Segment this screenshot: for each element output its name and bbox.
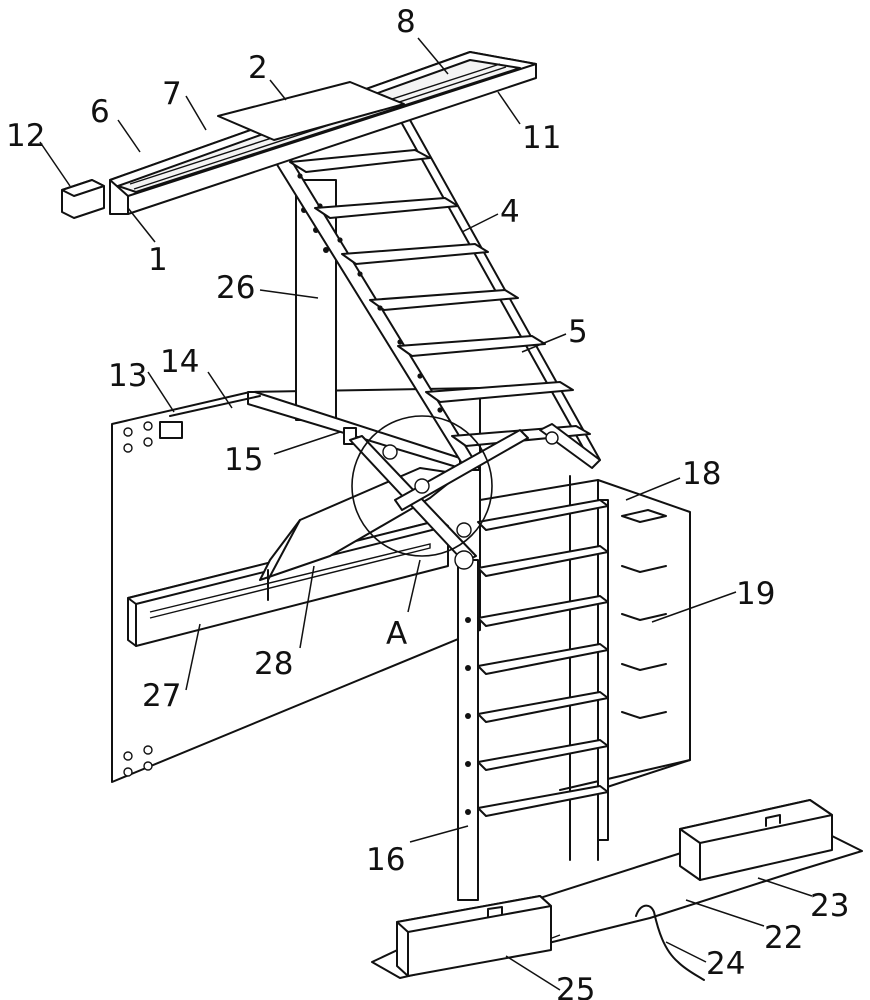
ladder-bolts	[465, 617, 471, 815]
scissor-linkage	[349, 423, 601, 570]
wall-bolts	[123, 421, 153, 777]
ladder-steps	[477, 499, 609, 817]
label-8: 8	[396, 4, 416, 40]
label-13: 13	[108, 358, 147, 394]
carriage-plate-2	[217, 81, 405, 141]
callout-labels: 1 2 4 5 6 7 8 11 12 13 14 15 16 18 19 22	[6, 4, 849, 1000]
shelf-frame-18	[479, 475, 691, 861]
label-25: 25	[556, 972, 595, 1000]
label-6: 6	[90, 94, 110, 130]
hooks-19	[621, 509, 667, 719]
label-a: A	[386, 616, 407, 652]
label-23: 23	[810, 888, 849, 924]
label-4: 4	[500, 194, 520, 230]
label-27: 27	[142, 678, 181, 714]
label-7: 7	[162, 76, 182, 112]
box-23	[679, 799, 833, 881]
label-14: 14	[160, 344, 199, 380]
label-18: 18	[682, 456, 721, 492]
detail-circle-a	[351, 415, 493, 557]
cable-24	[635, 904, 705, 981]
box-25	[396, 895, 552, 977]
label-1: 1	[148, 242, 168, 278]
label-26: 26	[216, 270, 255, 306]
label-22: 22	[764, 920, 803, 956]
label-2: 2	[248, 50, 268, 86]
label-5: 5	[568, 314, 588, 350]
label-15: 15	[224, 442, 263, 478]
upper-stair-4	[267, 119, 601, 471]
label-16: 16	[366, 842, 405, 878]
label-24: 24	[706, 946, 745, 982]
stair-bolts	[297, 173, 443, 413]
label-11: 11	[522, 120, 561, 156]
label-12: 12	[6, 118, 45, 154]
label-19: 19	[736, 576, 775, 612]
label-28: 28	[254, 646, 293, 682]
